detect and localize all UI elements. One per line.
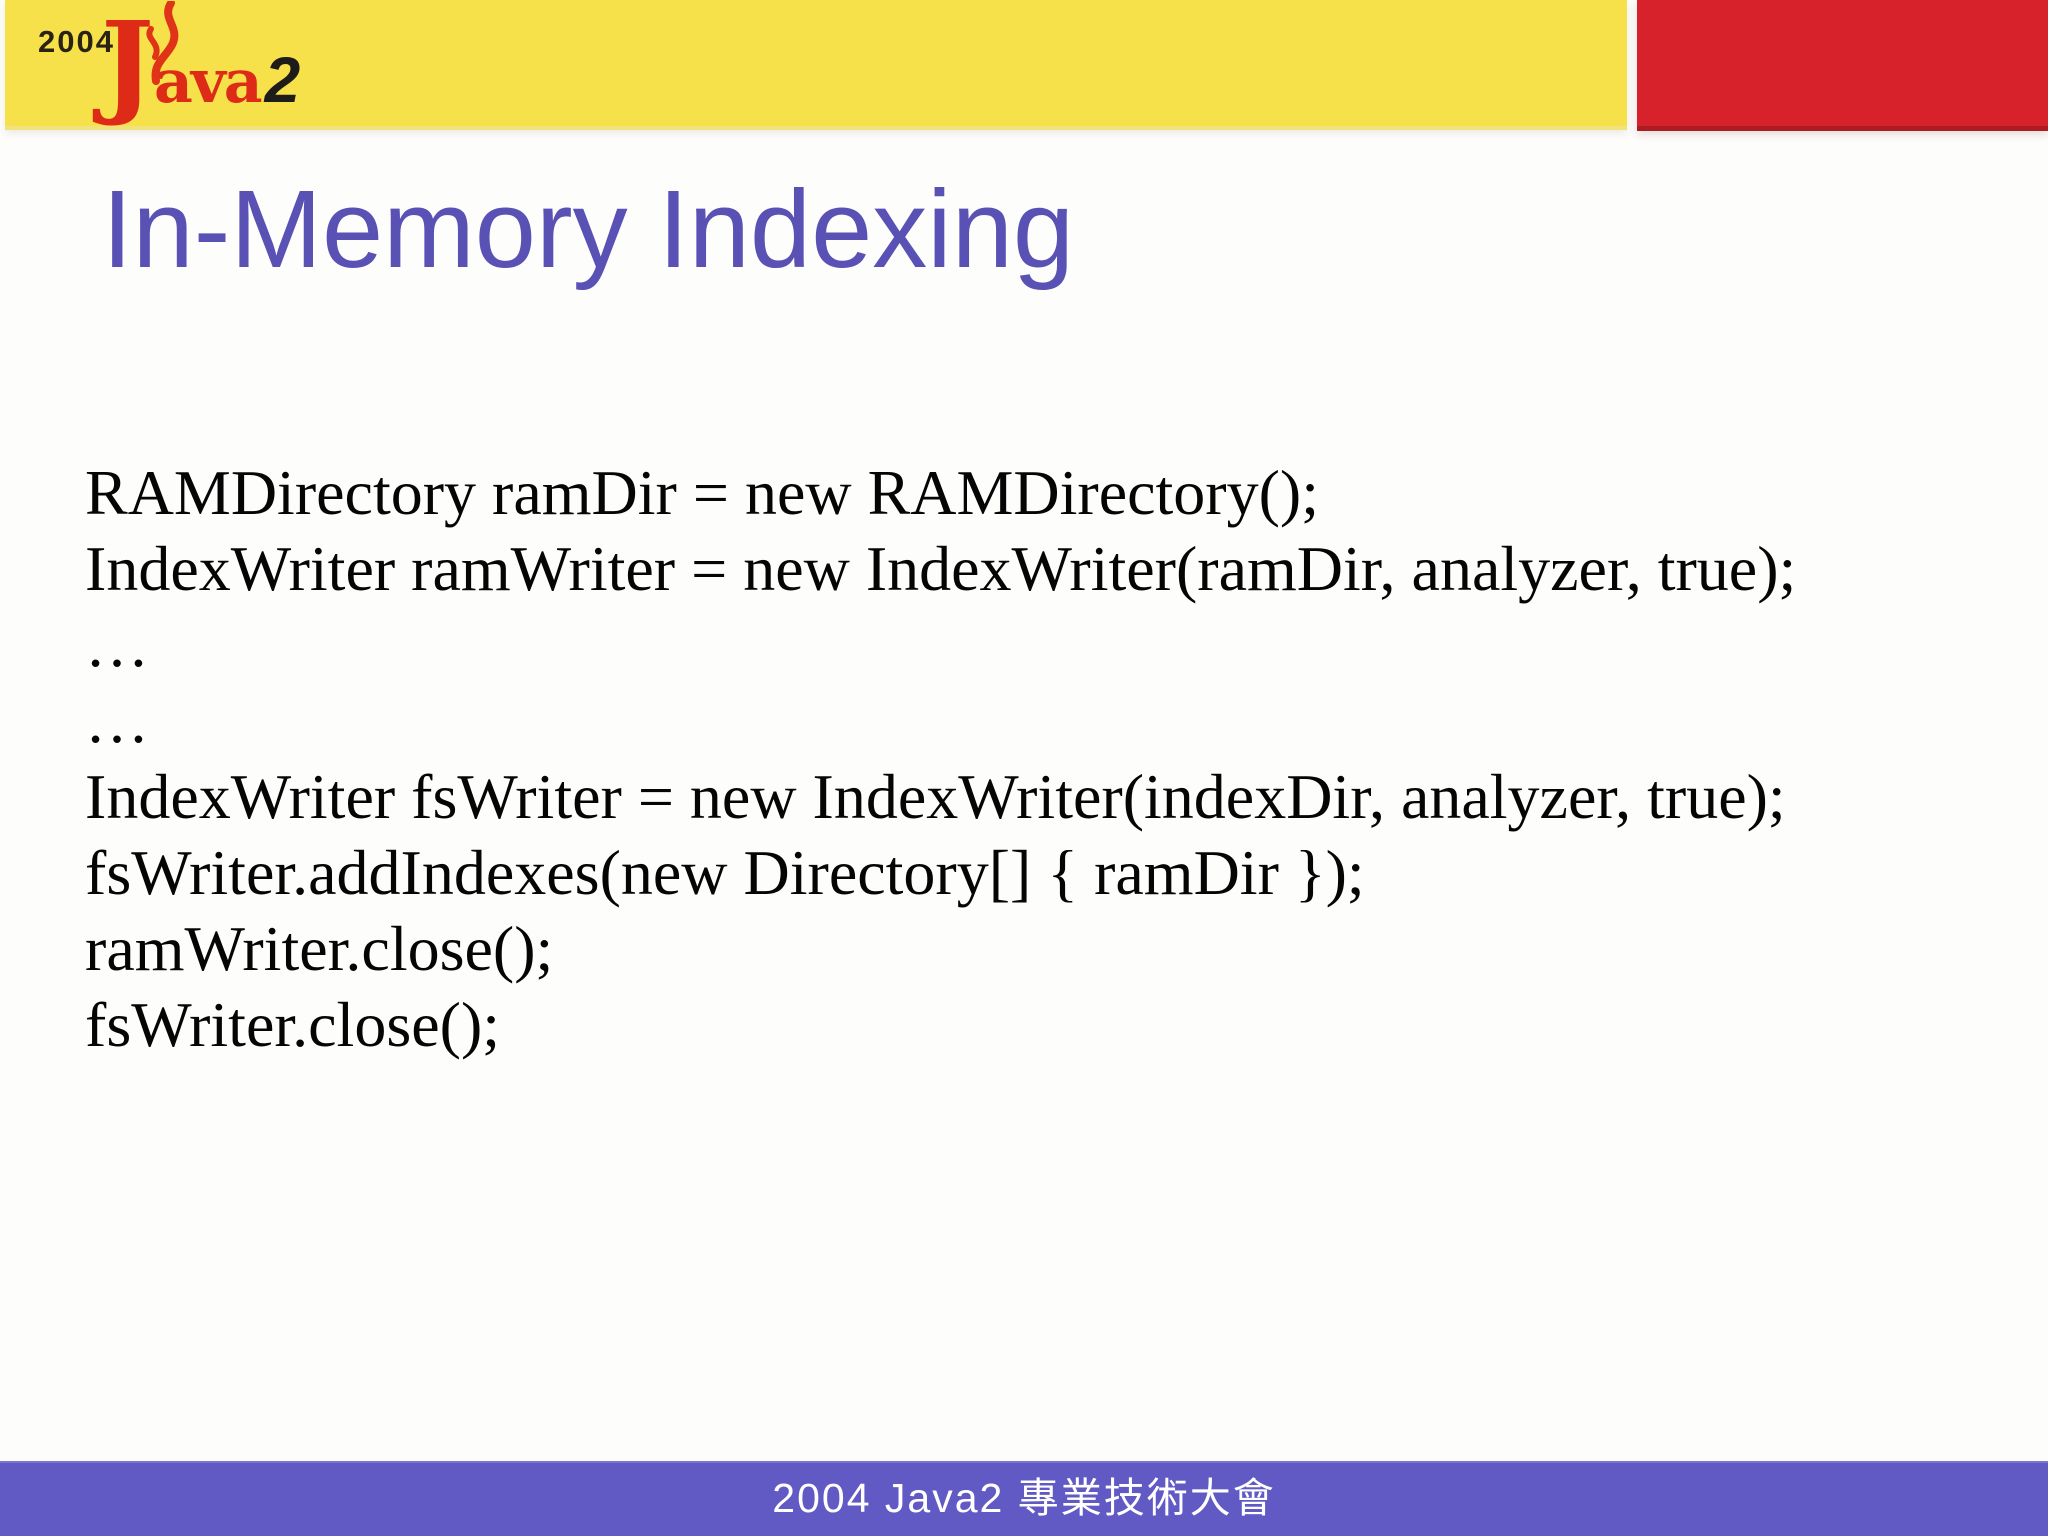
- code-block: RAMDirectory ramDir = new RAMDirectory()…: [85, 455, 1796, 1063]
- code-line: IndexWriter fsWriter = new IndexWriter(i…: [85, 761, 1786, 832]
- header-red-block: [1637, 0, 2048, 131]
- logo-year-label: 2004: [38, 24, 115, 59]
- java2-logo: 2004 Java2: [5, 0, 325, 129]
- footer-conference-label: 2004 Java2 專業技術大會: [772, 1475, 1276, 1521]
- page-title: In-Memory Indexing: [102, 168, 1075, 291]
- code-line: …: [85, 609, 149, 680]
- logo-j-letter: J: [101, 0, 154, 129]
- logo-ava-letters: ava: [154, 47, 263, 117]
- logo-java-wordmark: Java2: [101, 8, 301, 151]
- code-line: …: [85, 685, 149, 756]
- logo-two-digit: 2: [264, 44, 301, 116]
- footer-bar: 2004 Java2 專業技術大會: [0, 1461, 2048, 1536]
- header-yellow-bar: 2004 Java2: [5, 0, 1627, 130]
- code-line: fsWriter.close();: [85, 989, 501, 1060]
- code-line: fsWriter.addIndexes(new Directory[] { ra…: [85, 837, 1365, 908]
- code-line: IndexWriter ramWriter = new IndexWriter(…: [85, 533, 1797, 604]
- code-line: RAMDirectory ramDir = new RAMDirectory()…: [85, 457, 1319, 528]
- code-line: ramWriter.close();: [85, 913, 554, 984]
- flame-icon: [146, 1, 179, 85]
